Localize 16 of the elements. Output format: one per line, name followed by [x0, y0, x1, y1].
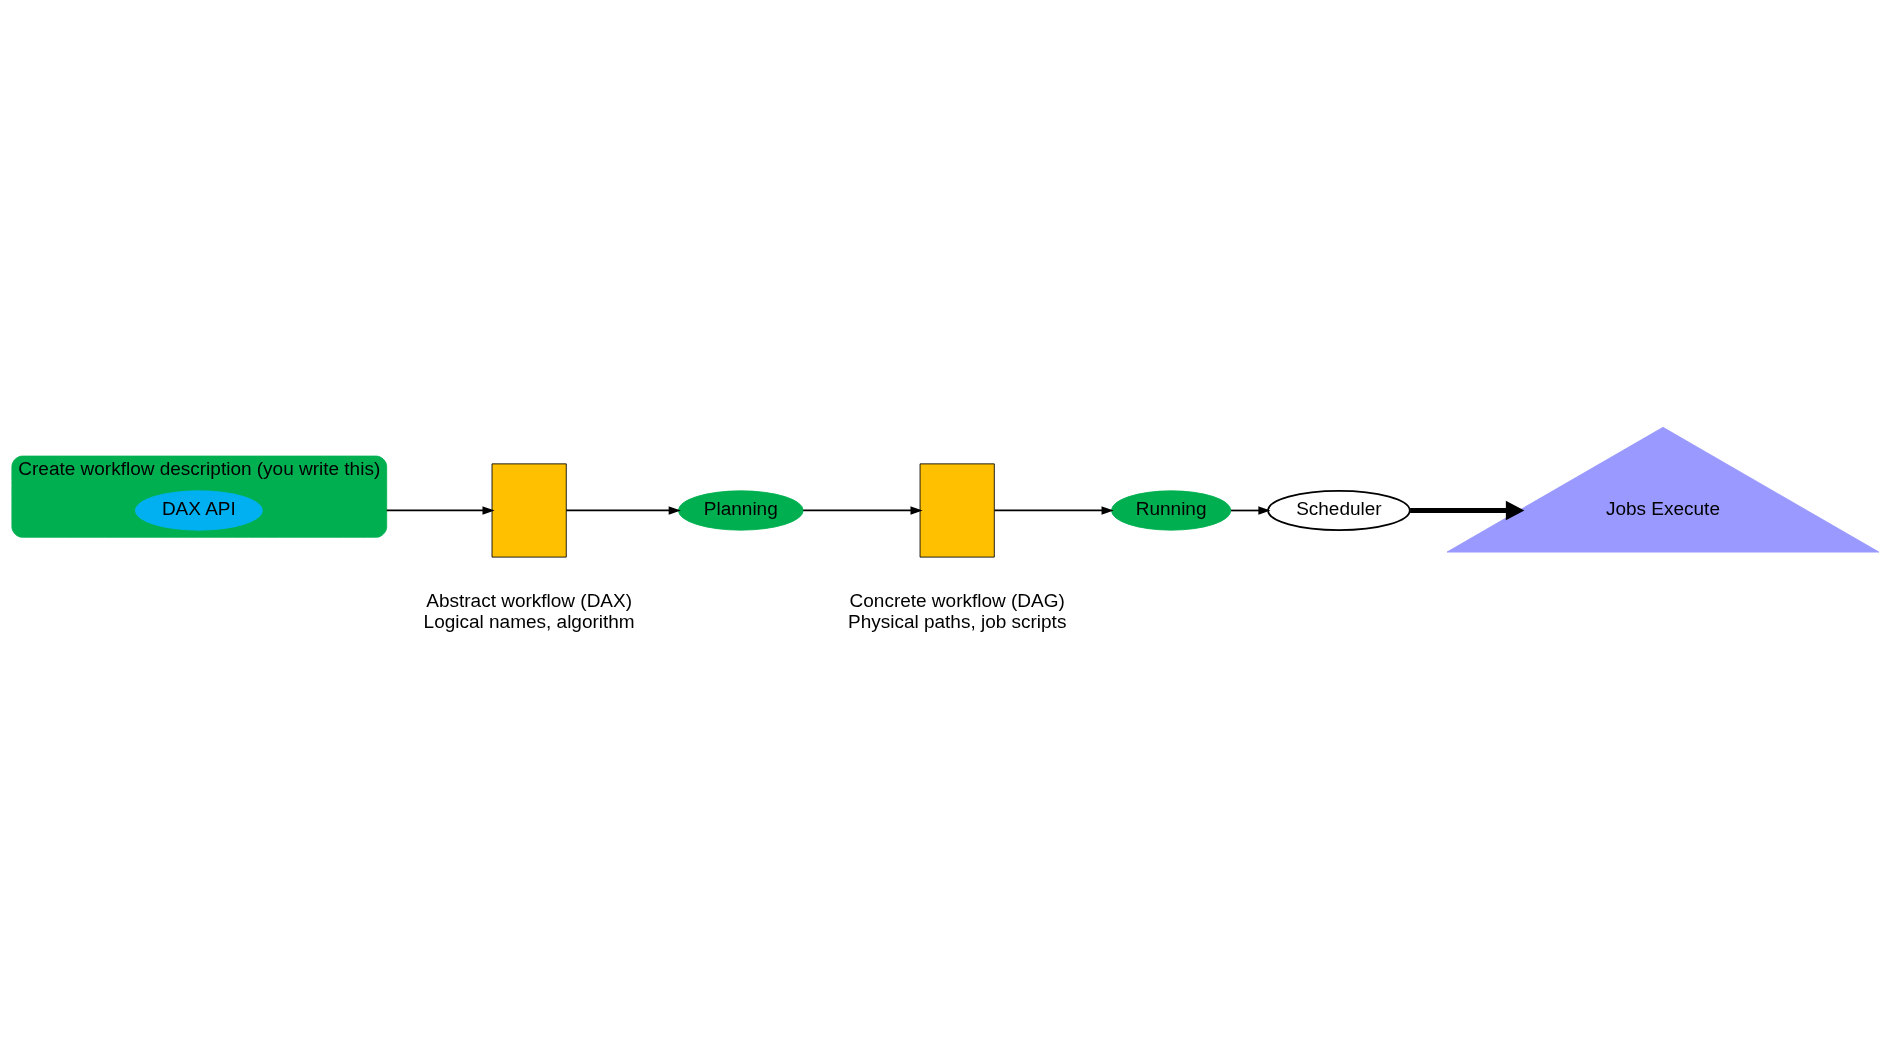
arrow: [1410, 500, 1525, 521]
node-ellipse: Scheduler: [1267, 489, 1411, 531]
node-box: [491, 463, 567, 558]
arrow: [1230, 506, 1271, 515]
arrow: [565, 506, 681, 515]
node-label: Concrete workflow (DAG): [849, 589, 1065, 611]
arrow: [385, 506, 495, 515]
arrow: [802, 506, 923, 515]
node-box: [919, 463, 995, 558]
node-label: Physical paths, job scripts: [847, 610, 1067, 632]
node-ellipse: DAX API: [134, 490, 263, 531]
node-label: Abstract workflow (DAX): [426, 589, 632, 611]
node-label: Logical names, algorithm: [423, 610, 635, 632]
node-ellipse: Running: [1111, 490, 1232, 531]
node-ellipse: Planning: [677, 490, 804, 531]
arrow: [993, 506, 1114, 515]
